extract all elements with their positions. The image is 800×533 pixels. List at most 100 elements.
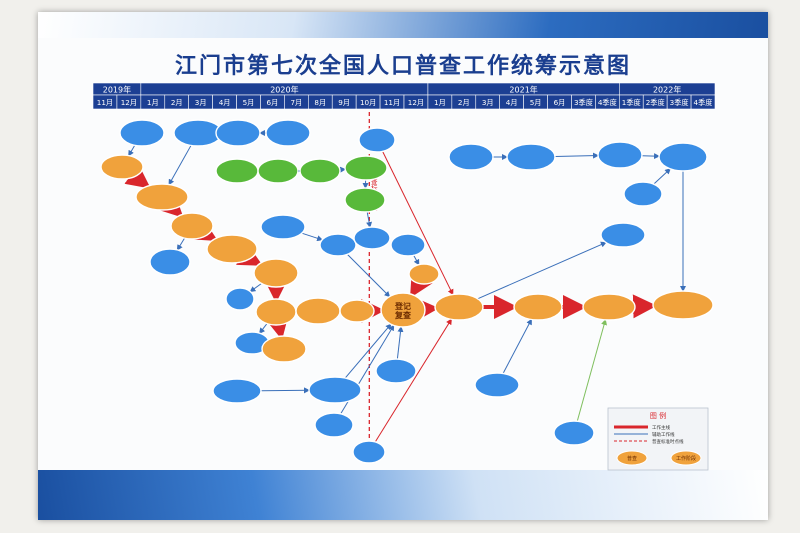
node-shape (553, 420, 595, 446)
node-shape (225, 287, 255, 311)
edge-arrow (366, 211, 373, 229)
node-n28 (261, 335, 307, 363)
node-n23 (295, 297, 341, 325)
period-cell (690, 94, 716, 110)
edge-arrow (301, 232, 324, 242)
node-shape (135, 183, 189, 211)
year-label: 2022年 (653, 85, 681, 95)
edge-arrow (265, 314, 289, 341)
edge-arrow (413, 255, 420, 266)
node-shape (390, 233, 426, 257)
node-shape (100, 154, 144, 180)
edge-arrow (554, 152, 600, 159)
node-shape (212, 378, 262, 404)
node-shape (299, 158, 341, 184)
edge-arrow (653, 168, 671, 185)
node-n15 (260, 214, 306, 240)
period-label: 2月 (171, 98, 183, 107)
node-shape (658, 142, 708, 172)
node-n7 (170, 212, 214, 240)
node-n38 (658, 142, 708, 172)
node-shape (265, 119, 311, 147)
period-label: 1月 (434, 98, 446, 107)
node-n18 (390, 233, 426, 257)
node-n35 (448, 143, 494, 171)
node-n45 (553, 420, 595, 446)
node-shape (344, 187, 386, 213)
legend: 图 例工作主线辅助工作线普查标准时点线普查工作阶段 (607, 407, 709, 471)
period-label: 3季度 (574, 98, 593, 107)
node-n31 (375, 358, 417, 384)
node-shape (375, 358, 417, 384)
node-shape (170, 212, 214, 240)
node-n4 (265, 119, 311, 147)
node-shape (308, 376, 362, 404)
node-n13 (344, 155, 388, 181)
edge-arrow (176, 237, 185, 251)
bottom-decor-stripe (38, 470, 768, 520)
node-n16 (319, 233, 357, 257)
node-shape (353, 226, 391, 250)
node-shape (434, 293, 484, 321)
node-label: 登记 (394, 301, 411, 311)
node-shape (295, 297, 341, 325)
period-label: 4季度 (694, 98, 713, 107)
node-shape (261, 335, 307, 363)
edge-arrow (477, 241, 607, 300)
period-label: 8月 (314, 98, 326, 107)
edge-arrow (576, 318, 607, 422)
edge-arrow (414, 297, 440, 322)
node-n12 (299, 158, 341, 184)
legend-node-orange-label: 普查 (627, 455, 637, 462)
period-label: 5月 (530, 98, 542, 107)
node-n34 (434, 293, 484, 321)
edge-arrow (396, 325, 404, 360)
node-shape (623, 181, 663, 207)
node-n24 (339, 299, 375, 323)
period-label: 10月 (360, 98, 376, 107)
period-label: 12月 (408, 98, 424, 107)
node-n9 (206, 234, 258, 264)
legend-node-stage-label: 工作阶段 (676, 455, 696, 462)
period-label: 4月 (219, 98, 231, 107)
node-n19 (358, 127, 396, 153)
node-n43 (652, 290, 714, 320)
year-label: 2019年 (103, 85, 131, 95)
node-n39 (623, 181, 663, 207)
node-shape (215, 158, 259, 184)
edge-arrow (502, 318, 532, 374)
node-shape (448, 143, 494, 171)
year-label: 2021年 (509, 85, 537, 95)
node-n26 (408, 263, 440, 285)
period-label: 3月 (482, 98, 494, 107)
period-label: 3月 (195, 98, 207, 107)
node-n44 (474, 372, 520, 398)
node-shape (257, 158, 299, 184)
period-label: 4季度 (598, 98, 617, 107)
period-label: 5月 (243, 98, 255, 107)
period-label: 3季度 (670, 98, 689, 107)
node-shape (352, 440, 386, 464)
period-label: 11月 (384, 98, 400, 107)
period-label: 7月 (290, 98, 302, 107)
top-decor-stripe (38, 12, 768, 38)
node-n42 (582, 293, 636, 321)
edge-arrow (124, 164, 151, 189)
node-n1 (119, 119, 165, 147)
node-shape (319, 233, 357, 257)
node-n20 (253, 258, 299, 288)
node-shape (253, 258, 299, 288)
node-shape (600, 222, 646, 248)
node-n32 (314, 412, 354, 438)
node-n11 (257, 158, 299, 184)
edge-arrow (168, 145, 192, 186)
period-label: 1月 (147, 98, 159, 107)
edge-arrow (259, 323, 268, 334)
period-label: 6月 (267, 98, 279, 107)
node-n41 (513, 293, 563, 321)
node-n2 (173, 119, 223, 147)
